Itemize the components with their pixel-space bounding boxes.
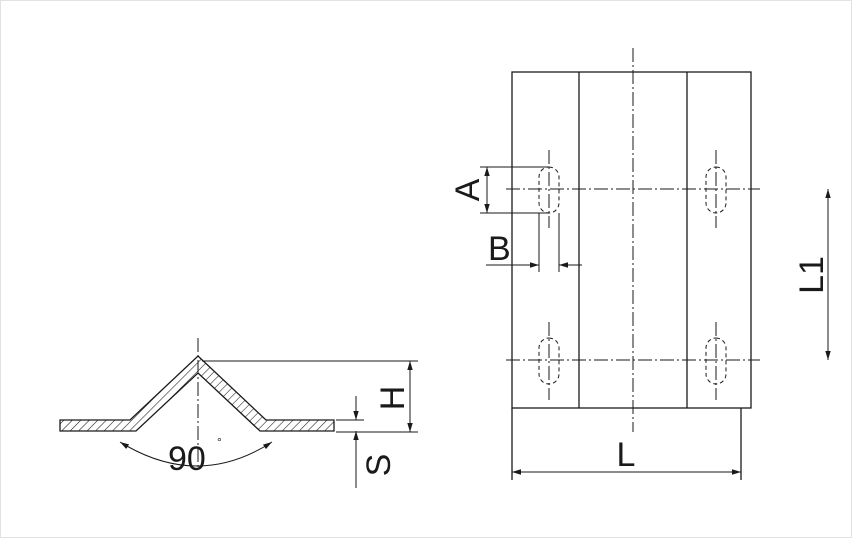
angle-label: 90 [168,440,206,478]
degree-symbol: ° [217,435,222,449]
slot-hole-bottom-right [705,337,727,385]
plate-cross-section [59,355,335,432]
slot-length-label: A [449,178,487,201]
section-view: 90 ° H S [59,338,418,488]
thickness-label: S [360,454,398,477]
length-label: L [617,436,636,474]
slot-hole-top-right [705,166,727,214]
slot-width-label: B [488,230,511,268]
hole-spacing-label: L1 [793,256,831,294]
height-label: H [374,386,412,411]
slot-hole-bottom-left [538,337,560,385]
angle-arc [119,441,273,467]
top-view: A B L1 L [449,48,831,480]
plate-outline [511,71,752,409]
